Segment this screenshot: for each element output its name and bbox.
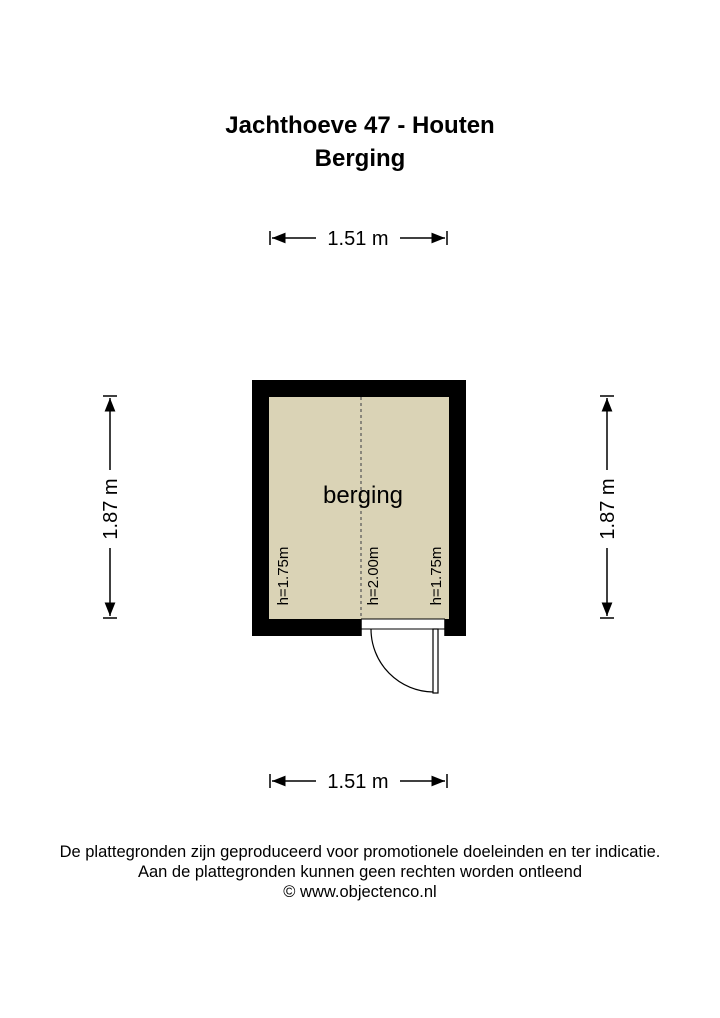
plan-subtitle: Berging xyxy=(314,145,406,172)
top-width-dimension: 1.51 m xyxy=(269,228,448,250)
disclaimer: De plattegronden zijn geproduceerd voor … xyxy=(0,842,720,902)
right-height-dimension: 1.87 m xyxy=(597,395,619,619)
room-floor xyxy=(269,397,449,619)
disclaimer-line-2: Aan de plattegronden kunnen geen rechten… xyxy=(137,863,583,881)
door-opening xyxy=(361,619,445,636)
left-height-dimension: 1.87 m xyxy=(100,395,122,619)
height-label-left: h=1.75m xyxy=(275,547,292,606)
copyright-line: © www.objectenco.nl xyxy=(283,883,437,901)
door-swing-arc xyxy=(370,628,434,693)
height-label-center: h=2.00m xyxy=(365,547,382,606)
room-berging: berging h=1.75m h=2.00m h=1.75m xyxy=(252,380,466,694)
left-height-label: 1.87 m xyxy=(100,478,122,539)
disclaimer-line-1: De plattegronden zijn geproduceerd voor … xyxy=(59,843,661,861)
plan-title: Jachthoeve 47 - Houten xyxy=(225,112,495,139)
door xyxy=(370,628,439,694)
right-height-label: 1.87 m xyxy=(597,478,619,539)
top-width-label: 1.51 m xyxy=(327,228,388,250)
bottom-width-label: 1.51 m xyxy=(327,771,388,793)
door-leaf xyxy=(432,628,439,694)
height-label-right: h=1.75m xyxy=(428,547,445,606)
room-label: berging xyxy=(323,482,403,509)
bottom-width-dimension: 1.51 m xyxy=(269,771,448,793)
